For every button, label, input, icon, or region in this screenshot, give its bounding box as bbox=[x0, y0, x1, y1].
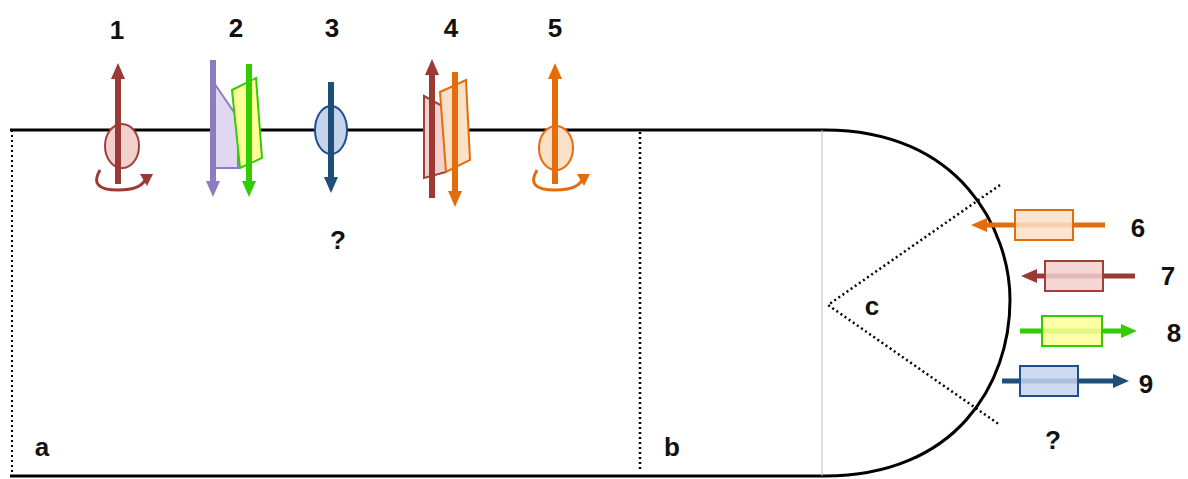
callout-number: 4 bbox=[444, 15, 458, 41]
cell-outline bbox=[10, 130, 1010, 476]
callout-number: 9 bbox=[1139, 371, 1153, 397]
antiporter-symbol bbox=[424, 66, 470, 200]
callout-number: 6 bbox=[1131, 215, 1145, 241]
callout-number: 7 bbox=[1161, 263, 1175, 289]
cotransporter-symbol bbox=[212, 60, 262, 190]
uniporter-symbol bbox=[978, 210, 1135, 396]
region-label: a bbox=[35, 434, 49, 460]
unknown-mark: ? bbox=[330, 227, 346, 253]
unknown-mark: ? bbox=[1045, 427, 1061, 453]
channel-symbol bbox=[315, 82, 347, 186]
region-label: b bbox=[664, 434, 680, 460]
callout-number: 1 bbox=[110, 17, 124, 43]
callout-number: 5 bbox=[548, 15, 562, 41]
callout-number: 2 bbox=[229, 15, 243, 41]
callout-number: 3 bbox=[325, 15, 339, 41]
region-label: c bbox=[865, 293, 879, 319]
symporter-symbol bbox=[534, 70, 590, 190]
callout-number: 8 bbox=[1167, 320, 1181, 346]
symporter-symbol bbox=[97, 70, 153, 190]
